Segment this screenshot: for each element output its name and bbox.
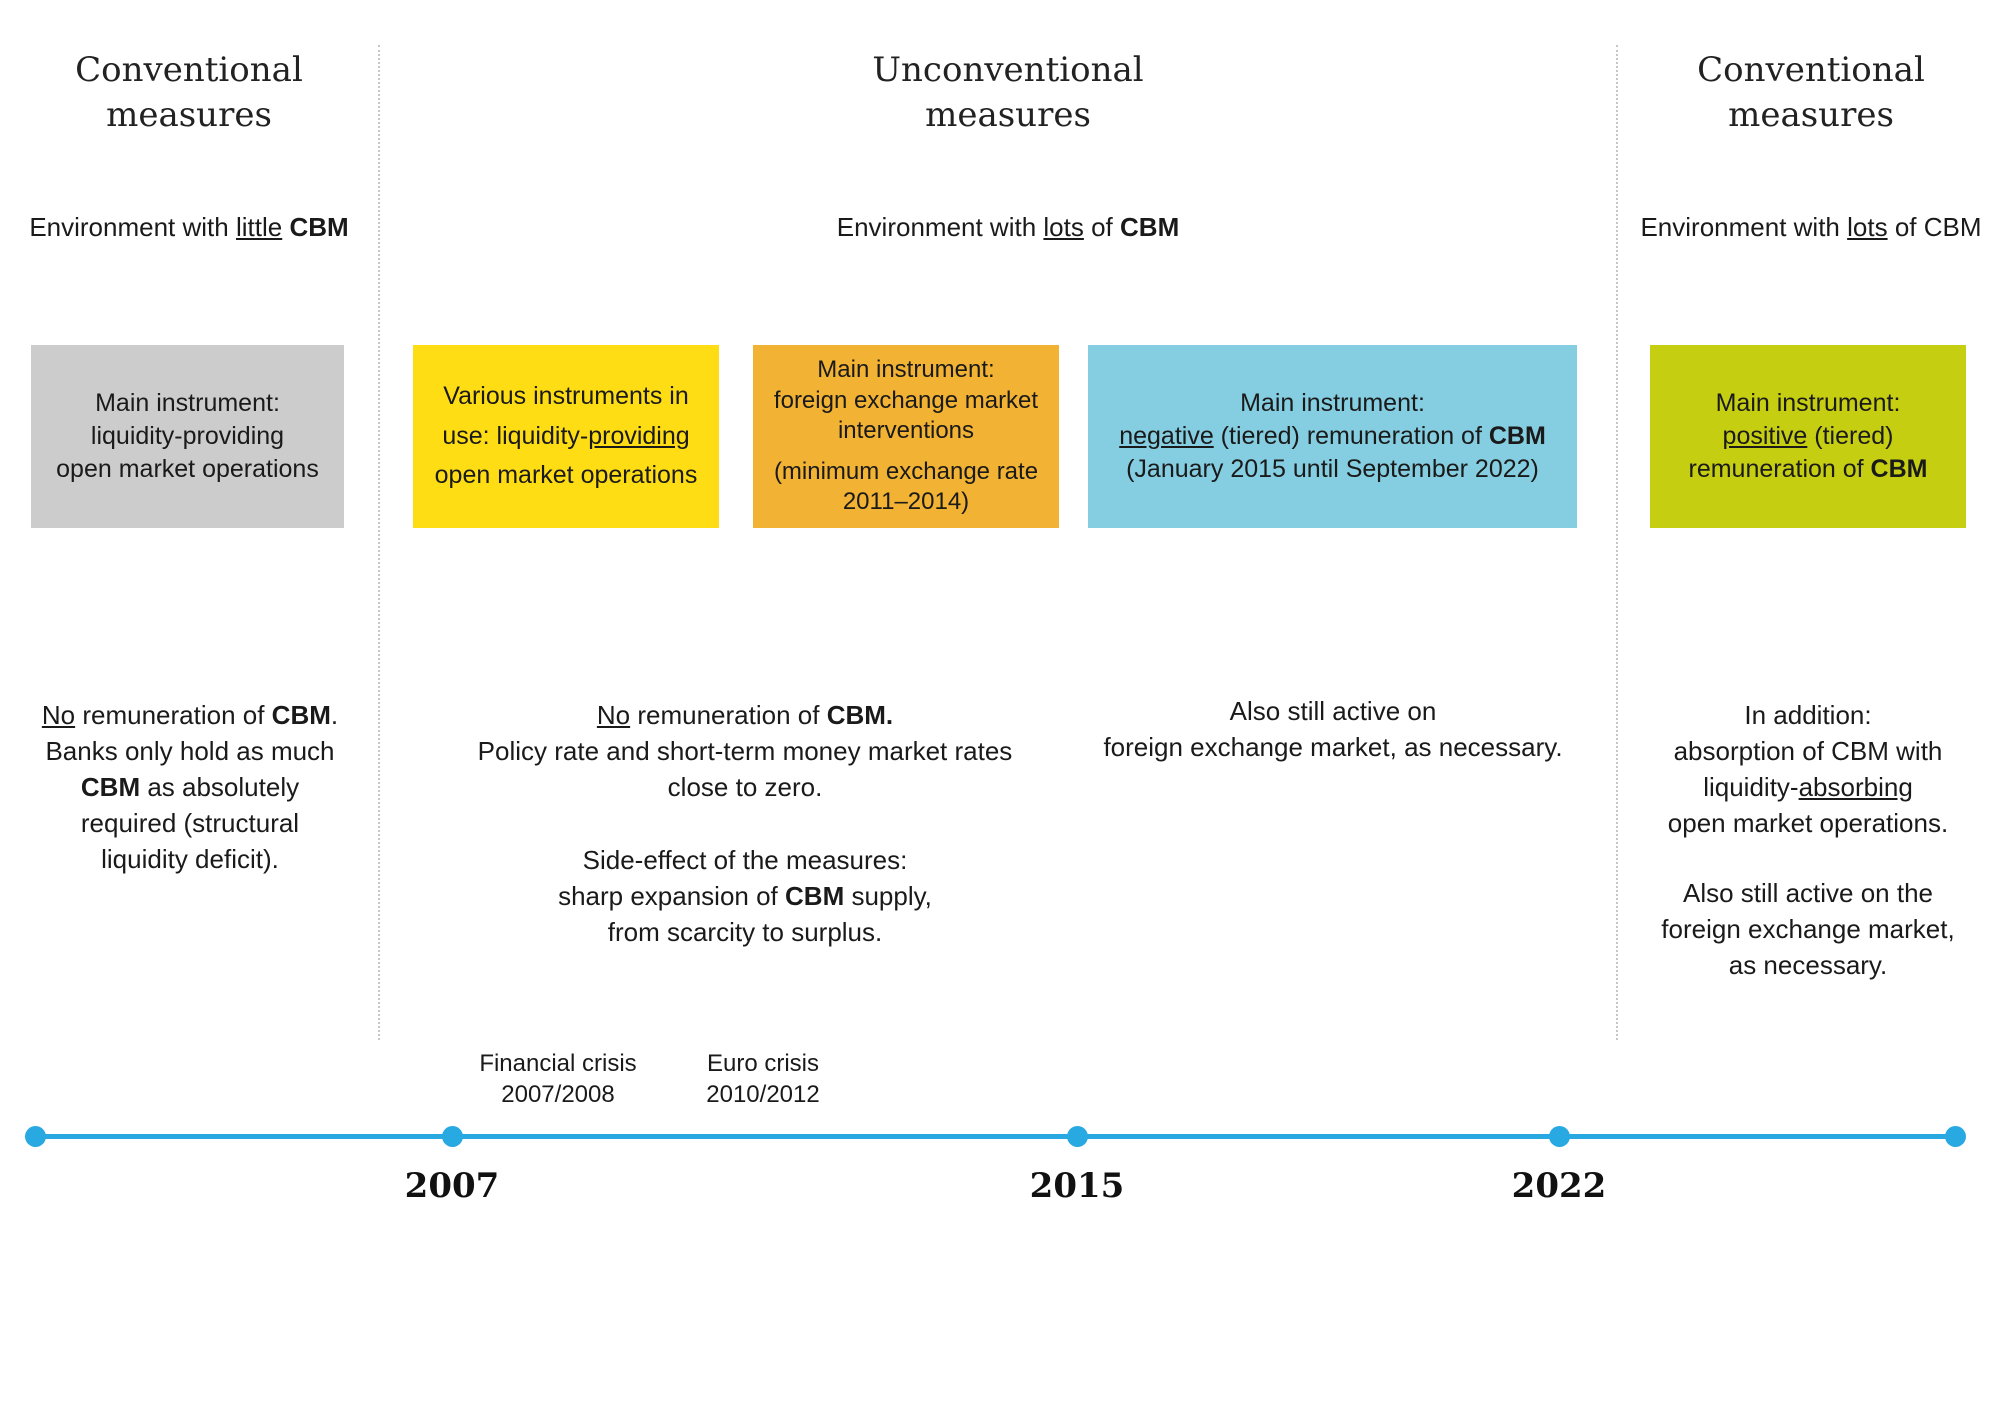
notes-middle-no-remuneration: No remuneration of CBM.Policy rate and s… <box>477 700 1013 948</box>
box-blue-negative-remuneration: Main instrument:negative (tiered) remune… <box>1088 345 1577 528</box>
timeline-dot-2022 <box>1549 1126 1570 1147</box>
timeline-dot-end <box>1945 1126 1966 1147</box>
year-label-2015: 2015 <box>1029 1166 1125 1206</box>
timeline-dot-start <box>25 1126 46 1147</box>
year-label-2022: 2022 <box>1511 1166 1607 1206</box>
header-unconventional: Unconventional measures <box>872 50 1144 135</box>
timeline-dot-2015 <box>1067 1126 1088 1147</box>
event-label-euro-crisis: Euro crisis 2010/2012 <box>706 1050 820 1109</box>
timeline-dot-2007 <box>442 1126 463 1147</box>
column-separator-left <box>378 45 380 1040</box>
notes-left-no-remuneration: No remuneration of CBM.Banks only hold a… <box>41 700 339 874</box>
column-separator-right <box>1616 45 1618 1040</box>
header-conventional-right: Conventional measures <box>1697 50 1925 135</box>
box-green-positive-remuneration: Main instrument:positive (tiered)remuner… <box>1650 345 1966 528</box>
environment-label-middle: Environment with lots of CBM <box>836 212 1180 242</box>
event-label-financial-crisis: Financial crisis 2007/2008 <box>479 1050 637 1109</box>
environment-label-right: Environment with lots of CBM <box>1640 212 1982 242</box>
timeline-axis <box>35 1134 1955 1139</box>
year-label-2007: 2007 <box>404 1166 500 1206</box>
header-conventional-left: Conventional measures <box>75 50 303 135</box>
environment-label-left: Environment with little CBM <box>29 212 349 242</box>
